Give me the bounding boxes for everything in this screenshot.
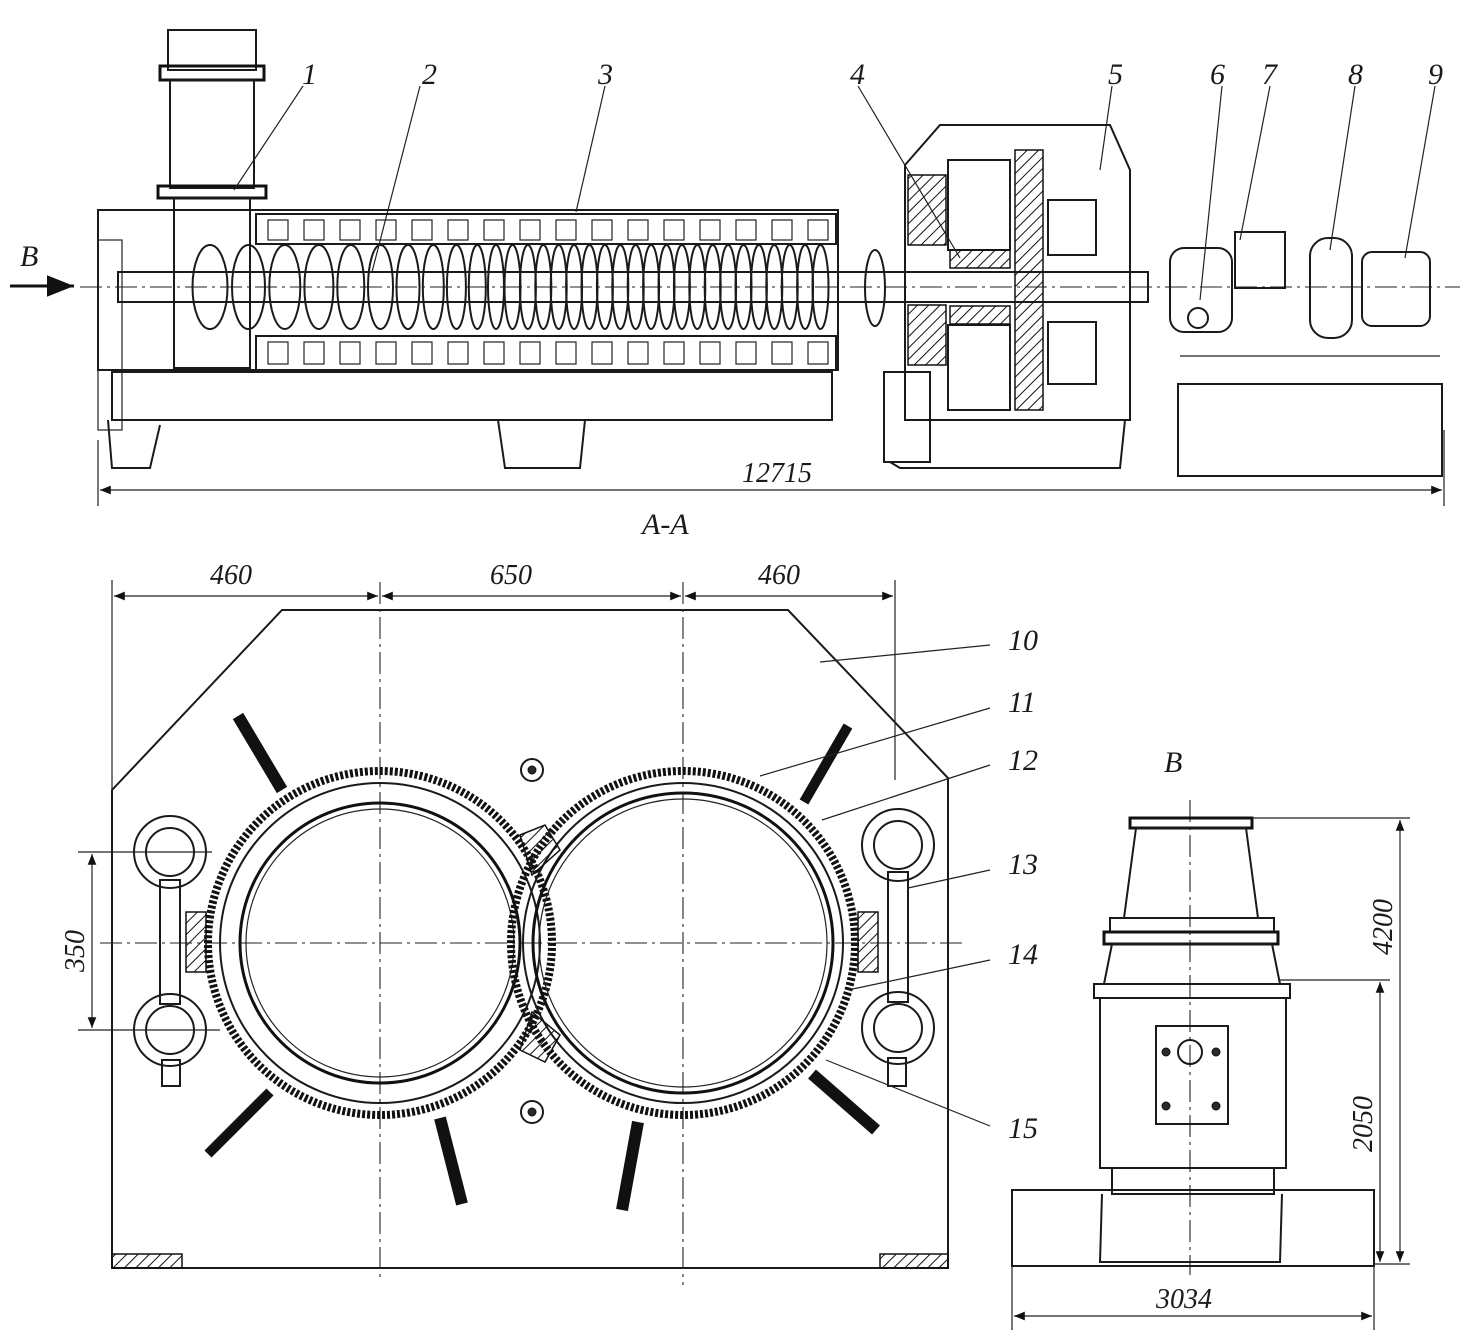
callout-11: 11: [1008, 686, 1036, 719]
dim-4200: 4200: [1368, 899, 1399, 955]
view-arrow-label: B: [20, 240, 38, 273]
hopper-flange: [1128, 816, 1254, 830]
callout-14: 14: [1008, 938, 1038, 971]
callout-15: 15: [1008, 1112, 1038, 1145]
end-base: [1011, 1189, 1375, 1267]
body-cap: [1093, 983, 1291, 999]
base-pedestal: [1098, 1193, 1283, 1263]
callout-3: 3: [597, 58, 613, 91]
wedge-top: [519, 824, 561, 877]
barrel-bottom-row: [255, 335, 837, 371]
coupling-flange: [864, 249, 886, 327]
callout-12: 12: [1008, 744, 1038, 777]
clamp-left: [133, 815, 207, 1087]
callout-leaders-top: [233, 85, 1436, 301]
dim-460-left: 460: [210, 560, 252, 591]
hopper-collar-flange: [1102, 930, 1280, 946]
callout-leaders-section: [759, 644, 991, 1127]
longitudinal-view: B: [10, 29, 1460, 541]
callout-6: 6: [1210, 58, 1225, 91]
dim-460-right: 460: [758, 560, 800, 591]
main-body: [1099, 997, 1287, 1169]
end-view: B 4200 2050 3034: [1011, 746, 1410, 1330]
tie-bolts: [204, 712, 880, 1212]
callout-13: 13: [1008, 848, 1038, 881]
foot-pad-right: [879, 1253, 949, 1269]
cross-section-view: 460 650 460 350 10 11 12 13 14 15: [60, 560, 1038, 1285]
hopper-collar: [1109, 917, 1275, 933]
dim-650: 650: [490, 560, 532, 591]
dim-2050: 2050: [1348, 1096, 1379, 1152]
callout-10: 10: [1008, 624, 1038, 657]
head-base: [889, 419, 1126, 469]
hopper-body: [1122, 827, 1260, 919]
dim-350: 350: [60, 930, 91, 973]
end-view-title: B: [1164, 746, 1182, 779]
right-barrel: [507, 767, 859, 1119]
feed-hopper: [156, 29, 268, 369]
foot-middle: [497, 419, 586, 469]
base-frame: [111, 371, 833, 421]
head-support: [883, 371, 931, 463]
support-rail: [1111, 1167, 1275, 1195]
callout-1: 1: [302, 58, 317, 91]
drive-unit: [1169, 231, 1443, 477]
mounting-holes: [520, 758, 544, 1124]
motor-base: [1177, 383, 1443, 477]
section-label: A-A: [640, 508, 689, 541]
wedge-bottom: [519, 1010, 561, 1063]
foot-left: [107, 419, 161, 469]
end-plate: [97, 239, 123, 431]
callout-5: 5: [1108, 58, 1123, 91]
foot-pad-left: [111, 1253, 183, 1269]
callout-2: 2: [422, 58, 437, 91]
callout-9: 9: [1428, 58, 1443, 91]
overall-length-value: 12715: [742, 458, 812, 489]
callout-8: 8: [1348, 58, 1363, 91]
section-housing: [111, 609, 949, 1269]
barrel-ribs: [267, 219, 829, 365]
callout-4: 4: [850, 58, 865, 91]
dim-3034: 3034: [1155, 1284, 1212, 1315]
inspection-plate: [1155, 1025, 1229, 1125]
barrel-top-row: [255, 213, 837, 245]
press-head: [904, 124, 1131, 421]
screw-flights: [191, 244, 830, 330]
callout-7: 7: [1262, 58, 1279, 91]
hopper-throat: [1102, 943, 1282, 985]
clamp-right: [857, 808, 935, 1087]
left-barrel: [204, 767, 556, 1119]
plate-center-hole: [1177, 1039, 1203, 1065]
